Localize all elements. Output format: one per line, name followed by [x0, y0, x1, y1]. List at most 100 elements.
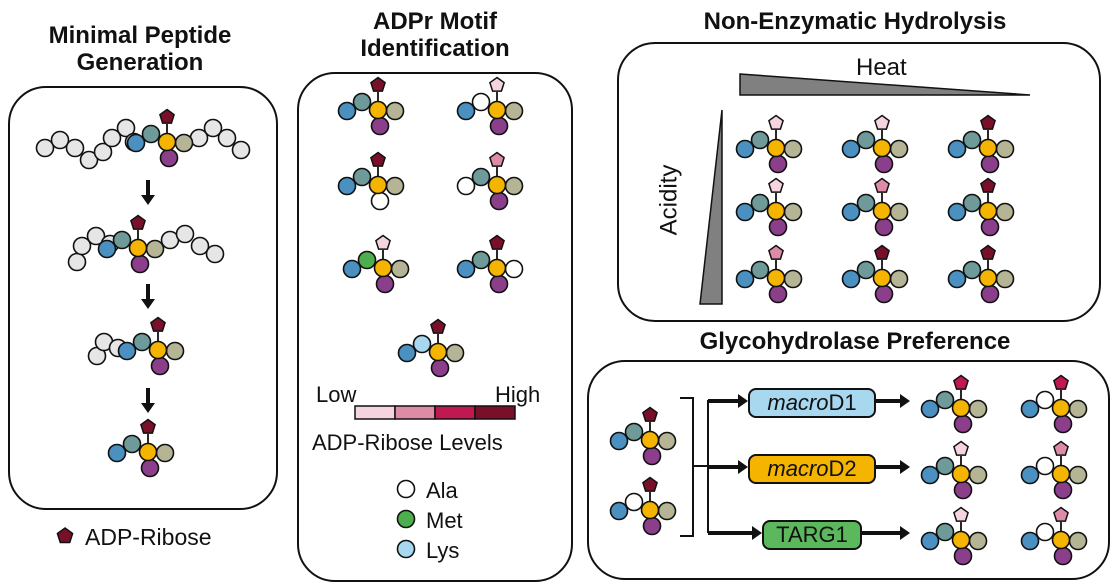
- residue: [642, 446, 662, 466]
- adp-ribose-icon: [980, 177, 996, 193]
- input-bracket: [680, 397, 694, 537]
- residue: [947, 269, 967, 289]
- adp-ribose-icon: [1053, 374, 1069, 390]
- residue: [968, 531, 988, 551]
- residue: [980, 154, 1000, 174]
- residue: [471, 92, 491, 112]
- modified-residue: [487, 175, 507, 195]
- residue: [920, 531, 940, 551]
- adp-ribose-icon: [768, 177, 784, 193]
- residue: [352, 92, 372, 112]
- adp-ribose-icon: [130, 214, 146, 230]
- minimal-title-line2: Generation: [76, 49, 204, 76]
- residue: [947, 202, 967, 222]
- macrod2-prefix: macro: [767, 456, 829, 481]
- modified-residue: [872, 201, 892, 221]
- residue: [856, 130, 876, 150]
- adp-ribose-icon: [489, 76, 505, 92]
- acidity-gradient-wedge: [699, 109, 723, 305]
- residue: [140, 458, 160, 478]
- adpr-legend-label: ADP-Ribose: [85, 524, 212, 550]
- residue: [489, 191, 509, 211]
- modified-residue: [373, 258, 393, 278]
- targ1-label: TARG1: [776, 522, 848, 547]
- modified-residue: [640, 500, 660, 520]
- adp-ribose-icon: [150, 316, 166, 332]
- residue: [342, 259, 362, 279]
- residue: [1068, 531, 1088, 551]
- modified-residue: [138, 442, 158, 462]
- residue: [93, 142, 113, 162]
- modified-residue: [368, 100, 388, 120]
- adp-ribose-icon: [768, 114, 784, 130]
- residue: [456, 101, 476, 121]
- residue: [642, 516, 662, 536]
- legend-ala-label: Ala: [426, 478, 458, 503]
- residue: [750, 260, 770, 280]
- adp-ribose-icon: [874, 114, 890, 130]
- residue: [175, 224, 195, 244]
- residue: [141, 124, 161, 144]
- adp-ribose-icon: [768, 244, 784, 260]
- modified-residue: [640, 430, 660, 450]
- residue: [190, 236, 210, 256]
- legend-ala-swatch: [396, 479, 416, 499]
- residue: [489, 116, 509, 136]
- minimal-peptide-title: Minimal Peptide Generation: [10, 22, 270, 76]
- modified-residue: [951, 464, 971, 484]
- residue: [750, 130, 770, 150]
- residue: [352, 167, 372, 187]
- residue: [1020, 531, 1040, 551]
- residue: [126, 133, 146, 153]
- minimal-title-line1: Minimal Peptide: [48, 22, 232, 49]
- modified-residue: [128, 238, 148, 258]
- adp-ribose-icon: [1053, 440, 1069, 456]
- residue: [79, 150, 99, 170]
- arrow-right-head: [900, 526, 910, 540]
- residue: [953, 414, 973, 434]
- residue: [471, 250, 491, 270]
- arrow-right-head: [738, 460, 748, 474]
- residue: [935, 390, 955, 410]
- residue: [132, 332, 152, 352]
- arrow-down-head: [141, 299, 155, 309]
- residue: [624, 492, 644, 512]
- residue: [1035, 390, 1055, 410]
- residue: [231, 140, 251, 160]
- residue: [1053, 546, 1073, 566]
- residue: [504, 101, 524, 121]
- adp-ribose-icon: [980, 244, 996, 260]
- adp-ribose-icon: [642, 476, 658, 492]
- residue: [174, 133, 194, 153]
- residue: [357, 250, 377, 270]
- residue: [385, 101, 405, 121]
- residue: [1068, 465, 1088, 485]
- legend-lys-label: Lys: [426, 538, 460, 563]
- adp-ribose-icon: [370, 151, 386, 167]
- residue: [1053, 414, 1073, 434]
- arrow-right-head: [752, 526, 762, 540]
- residue: [150, 356, 170, 376]
- residue: [370, 191, 390, 211]
- scale-caption: ADP-Ribose Levels: [312, 430, 503, 455]
- residue: [980, 284, 1000, 304]
- macrod1-prefix: macro: [767, 390, 829, 415]
- residue: [430, 358, 450, 378]
- residue: [489, 274, 509, 294]
- residue: [471, 167, 491, 187]
- adp-ribose-icon: [430, 318, 446, 334]
- residue: [657, 501, 677, 521]
- adp-ribose-icon: [642, 406, 658, 422]
- arrow-down-head: [141, 195, 155, 205]
- macrod1-box: macroD1: [748, 388, 876, 418]
- adp-ribose-icon: [874, 244, 890, 260]
- arrow-down-head: [141, 403, 155, 413]
- adp-ribose-icon: [874, 177, 890, 193]
- modified-residue: [487, 100, 507, 120]
- macrod1-suffix: D1: [828, 390, 857, 415]
- residue: [456, 259, 476, 279]
- residue: [995, 269, 1015, 289]
- residue: [35, 138, 55, 158]
- residue: [856, 193, 876, 213]
